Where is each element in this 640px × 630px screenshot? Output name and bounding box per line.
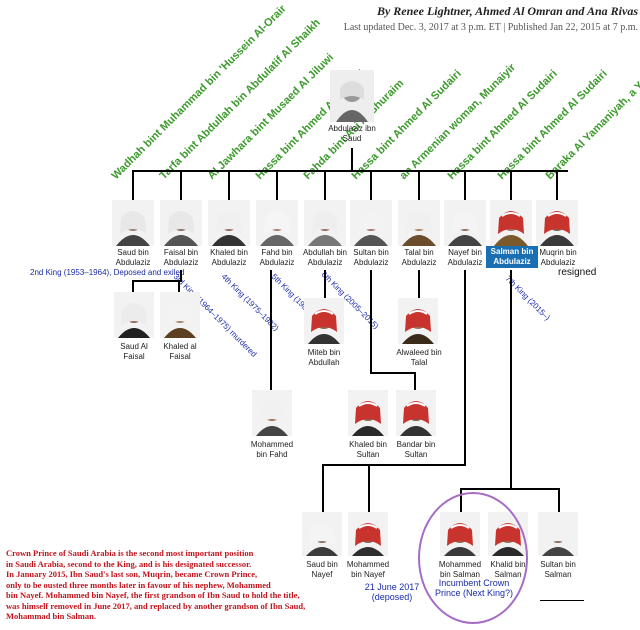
nayef-stem [464, 270, 466, 464]
drop-saud-bin-nayef [322, 464, 324, 512]
salman-stem [510, 270, 512, 488]
salman-photo [490, 200, 532, 246]
fahd-stem [270, 270, 272, 390]
drop-bandar [414, 372, 416, 390]
crown-prince-highlight-circle [418, 492, 528, 624]
miteb-photo [304, 298, 344, 344]
salman-bar [460, 488, 560, 490]
king-label-saud: 2nd King (1953–1964), Deposed and exiled [30, 268, 184, 277]
root-stem [351, 148, 353, 170]
muqrin-name: Muqrin bin Abdulaziz [530, 248, 586, 268]
faisal-stem [180, 270, 182, 280]
abdulaziz-name: Abdulaziz ibn Saud [315, 124, 389, 144]
abdullah-photo [304, 200, 346, 246]
byline: By Renee Lightner, Ahmed Al Omran and An… [312, 4, 638, 19]
drop-saud-al-faisal [132, 280, 134, 292]
abdulaziz-photo [330, 70, 374, 122]
muqrin-photo [536, 200, 578, 246]
nayef-photo [444, 200, 486, 246]
drop-fahd [276, 170, 278, 200]
abdullah-stem [324, 270, 326, 298]
drop-sultan [370, 170, 372, 200]
faisal-bar [132, 280, 182, 282]
saud-photo [112, 200, 154, 246]
muqrin-status: resigned [558, 268, 596, 278]
drop-khaled-al-faisal [178, 280, 180, 292]
drop-khaled [228, 170, 230, 200]
drop-saud [132, 170, 134, 200]
drop-abdullah [324, 170, 326, 200]
khaled-al-faisal-photo [160, 292, 200, 338]
nayef-bar [322, 464, 466, 466]
sultan-photo [350, 200, 392, 246]
bandar-bin-sultan-photo [396, 390, 436, 436]
saud-al-faisal-photo [114, 292, 154, 338]
mohammed-bin-fahd-photo [252, 390, 292, 436]
sultan-bin-salman-name: Sultan bin Salman [530, 560, 586, 580]
sultan-bin-salman-photo [538, 512, 578, 556]
drop-talal [418, 170, 420, 200]
mohammed-bin-fahd-name: Mohammed bin Fahd [244, 440, 300, 460]
drop-nayef [464, 170, 466, 200]
alwaleed-name: Alwaleed bin Talal [386, 348, 452, 368]
talal-stem [418, 270, 420, 298]
faisal-photo [160, 200, 202, 246]
miteb-name: Miteb bin Abdullah [296, 348, 352, 368]
drop-salman [510, 170, 512, 200]
sultan-stem [370, 270, 372, 372]
drop-mohammed-bin-nayef [368, 464, 370, 512]
alwaleed-photo [398, 298, 438, 344]
khaled-photo [208, 200, 250, 246]
talal-photo [398, 200, 440, 246]
crown-prince-note: Incumbent Crown Prince (Next King?) [424, 578, 524, 598]
underline-mark [540, 600, 584, 601]
drop-muqrin [556, 170, 558, 200]
drop-faisal [180, 170, 182, 200]
wife-label-1: Wadhah bint Muhammad bin 'Hussein Al-Ora… [110, 3, 289, 182]
sultan-bar [370, 372, 416, 374]
khaled-al-faisal-name: Khaled al Faisal [152, 342, 208, 362]
footnote-text: Crown Prince of Saudi Arabia is the seco… [6, 548, 426, 622]
updated-line: Last updated Dec. 3, 2017 at 3 p.m. ET |… [300, 22, 638, 33]
khaled-bin-sultan-photo [348, 390, 388, 436]
bandar-bin-sultan-name: Bandar bin Sultan [388, 440, 444, 460]
drop-sultan-bin-salman [558, 488, 560, 512]
fahd-photo [256, 200, 298, 246]
sons-bar [132, 170, 568, 172]
